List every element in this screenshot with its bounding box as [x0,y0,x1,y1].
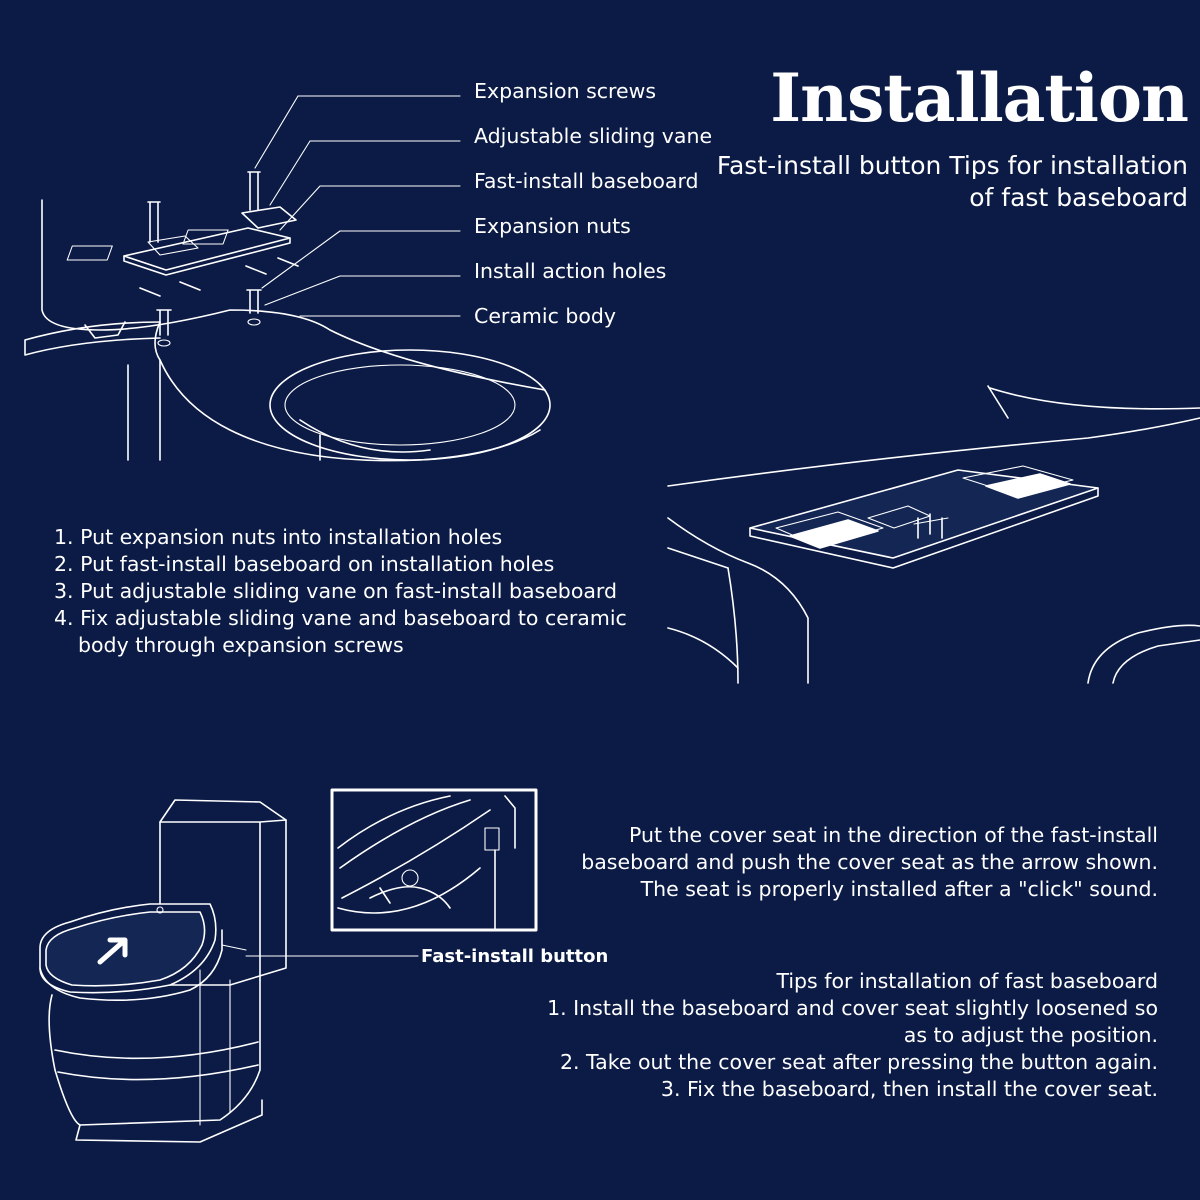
step-item: 1. Put expansion nuts into installation … [54,525,503,549]
instruction-line: The seat is properly installed after a "… [640,877,1158,901]
callout-install-action-holes: Install action holes [474,259,667,283]
step-item: 2. Put fast-install baseboard on install… [54,552,555,576]
page-title: Installation [770,59,1189,137]
step-item-continued: body through expansion screws [78,633,404,657]
exploded-installation-diagram [24,95,551,462]
fast-install-button-label: Fast-install button [421,946,609,967]
callout-fast-install-baseboard: Fast-install baseboard [474,169,699,193]
tip-line: 1. Install the baseboard and cover seat … [547,996,1158,1020]
fast-install-detail-inset [330,788,538,932]
instruction-line: Put the cover seat in the direction of t… [628,823,1158,847]
tip-line: 3. Fix the baseboard, then install the c… [660,1077,1158,1101]
instruction-line: baseboard and push the cover seat as the… [581,850,1158,874]
step-item: 4. Fix adjustable sliding vane and baseb… [54,606,627,630]
step-item: 3. Put adjustable sliding vane on fast-i… [54,579,618,603]
installation-tips: Tips for installation of fast baseboard … [518,968,1158,1103]
page-subtitle: Fast-install button Tips for installatio… [716,151,1188,212]
installation-steps: 1. Put expansion nuts into installation … [54,524,674,659]
tip-line: 2. Take out the cover seat after pressin… [559,1050,1158,1074]
installed-baseboard-diagram [667,385,1200,684]
callout-expansion-nuts: Expansion nuts [474,214,631,238]
cover-seat-instructions: Put the cover seat in the direction of t… [518,822,1158,903]
tip-line: as to adjust the position. [903,1023,1158,1047]
callout-expansion-screws: Expansion screws [474,79,657,103]
toilet-illustration [39,799,419,1143]
tips-heading: Tips for installation of fast baseboard [776,969,1158,993]
callout-adjustable-sliding-vane: Adjustable sliding vane [474,124,713,148]
callout-ceramic-body: Ceramic body [474,304,617,328]
